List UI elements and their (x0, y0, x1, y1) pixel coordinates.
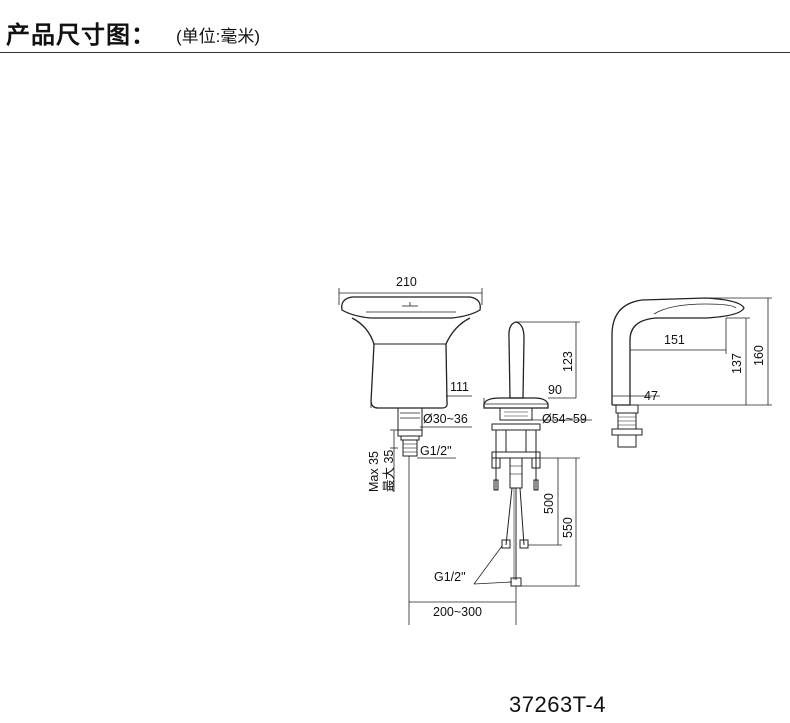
page-title: 产品尺寸图： (6, 22, 156, 49)
spout-side-view (611, 297, 772, 448)
dim-spout-thread: G1/2" (420, 444, 452, 458)
dim-spout-width: 210 (396, 275, 417, 289)
unit-note: (单位:毫米) (176, 27, 261, 46)
dim-hose-550: 550 (561, 517, 575, 538)
dim-spout-side-base: 47 (644, 389, 658, 403)
dim-spout-reach: 151 (664, 333, 685, 347)
dim-hose-spacing: 200~300 (433, 605, 482, 619)
dim-spout-base: 111 (450, 380, 469, 394)
dim-max-thickness-cn: 最大 35 (382, 450, 396, 492)
dim-handle-base: 90 (548, 383, 562, 397)
dim-max-thickness-en: Max 35 (367, 451, 381, 492)
dim-handle-height: 123 (561, 351, 575, 372)
dim-handle-hole: Ø54~59 (542, 412, 587, 426)
header-divider (0, 52, 790, 53)
dim-spout-outlet-height: 137 (730, 353, 744, 374)
dim-spout-hole: Ø30~36 (423, 412, 468, 426)
handle-valve-view (409, 321, 592, 625)
dim-hose-500: 500 (542, 493, 556, 514)
dim-spout-total-height: 160 (752, 345, 766, 366)
spout-front-view (338, 288, 483, 625)
dim-hose-thread: G1/2" (434, 570, 466, 584)
model-code: 37263T-4 (509, 692, 606, 717)
